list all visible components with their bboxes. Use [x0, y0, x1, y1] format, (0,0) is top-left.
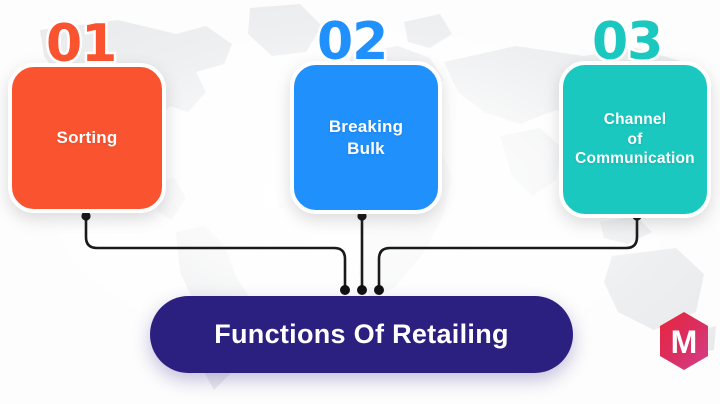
connector-dots	[81, 211, 642, 295]
step-card-breaking-bulk[interactable]: Breaking Bulk	[290, 61, 442, 214]
step-card-label-line: Bulk	[347, 138, 385, 158]
result-title-text: Functions Of Retailing	[214, 319, 509, 349]
step-card-label-line: Channel	[603, 110, 667, 128]
step-number-03: 03	[589, 12, 665, 72]
step-card-label-line: of	[627, 130, 643, 148]
svg-text:M: M	[671, 324, 698, 360]
marketing91-logo-icon: M	[660, 312, 708, 370]
step-card-label: Breaking Bulk	[323, 116, 409, 160]
step-card-sorting[interactable]: Sorting	[8, 63, 166, 213]
step-card-label-line: Communication	[575, 150, 695, 168]
step-card-label: Sorting	[56, 128, 118, 148]
step-number-02: 02	[314, 12, 390, 72]
result-title-pill[interactable]: Functions Of Retailing	[150, 296, 573, 373]
step-number-01: 01	[43, 14, 119, 74]
step-card-label-line: Breaking	[328, 116, 404, 136]
step-card-channel-of-communication[interactable]: Channel of Communication	[559, 61, 711, 218]
step-card-label: Channel of Communication	[569, 110, 701, 169]
